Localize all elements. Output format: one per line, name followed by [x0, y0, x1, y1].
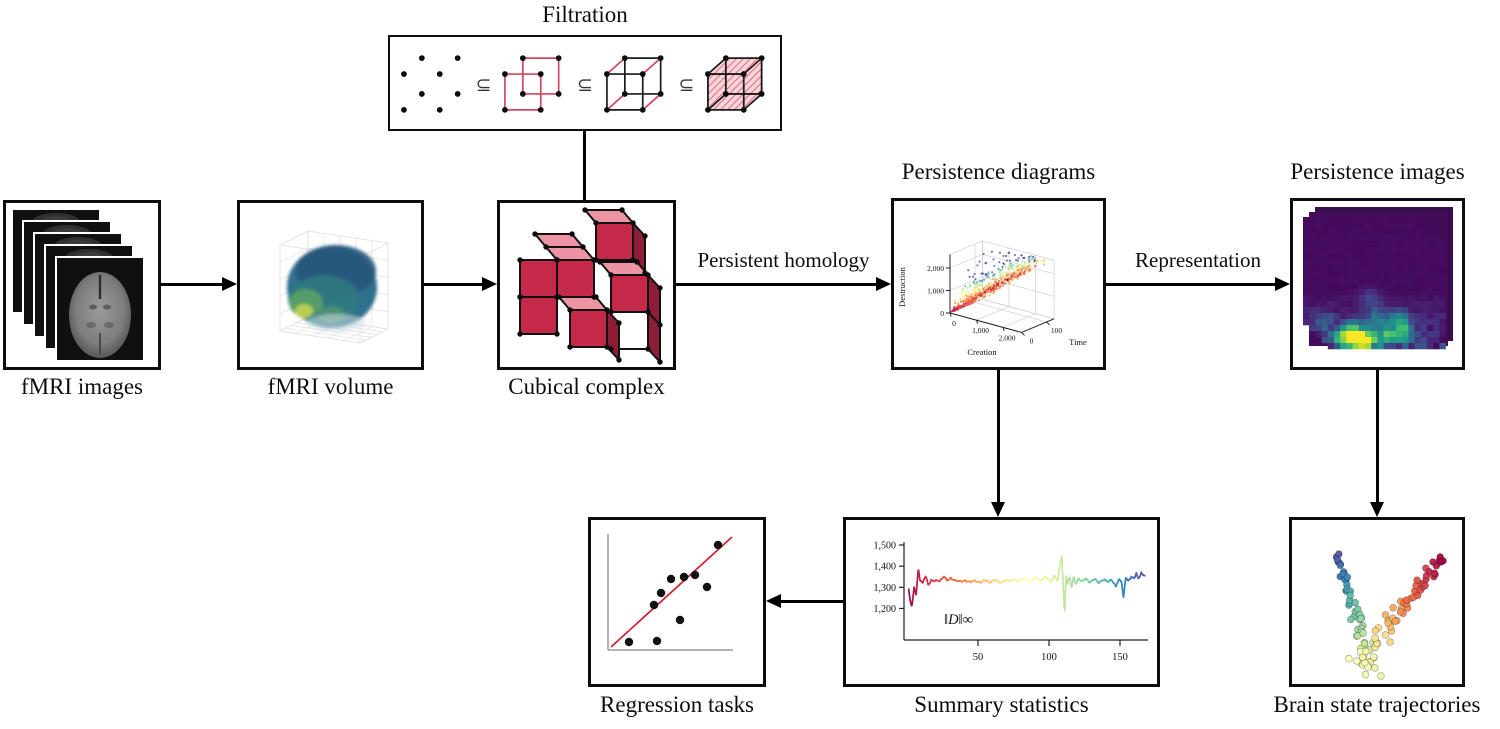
filtration-stage-wireframe: [604, 55, 664, 113]
svg-text:0: 0: [952, 319, 956, 328]
svg-text:100: 100: [1051, 326, 1063, 335]
label-persistence-images: Persistence images: [1290, 159, 1465, 184]
node-cubical-complex: [497, 200, 676, 370]
filtration-title: Filtration: [542, 2, 628, 27]
subset-symbol: ⊆: [577, 74, 593, 96]
brain-state-plot: [1332, 550, 1447, 680]
node-fmri-volume: [237, 200, 424, 370]
arrowhead-icon: [1370, 502, 1384, 517]
fmri-images-figure: [11, 208, 145, 362]
filtration-stages: ⊆ ⊆ ⊆: [390, 37, 780, 129]
filtration-stage-edges: [502, 55, 563, 113]
svg-text:1,300: 1,300: [874, 583, 897, 594]
cubical-complex-figure: [517, 207, 663, 365]
svg-text:0: 0: [1030, 336, 1034, 345]
filtration-stage-filled-cube: [705, 55, 765, 113]
svg-text:2,000: 2,000: [927, 264, 944, 273]
arrowhead-icon: [766, 594, 781, 608]
svg-text:0: 0: [940, 309, 944, 318]
svg-text:Destruction: Destruction: [897, 266, 907, 306]
label-representation: Representation: [1135, 248, 1261, 272]
node-summary-statistics: 1,200 1,300 1,400 1,500 50 100 150 ‖D‖∞: [843, 517, 1160, 687]
label-persistent-homology: Persistent homology: [697, 248, 870, 272]
svg-text:‖D‖∞: ‖D‖∞: [944, 612, 973, 628]
svg-text:2,000: 2,000: [999, 333, 1016, 342]
arrow-summary-to-regression: [779, 600, 843, 603]
regression-plot: [607, 534, 733, 651]
arrowhead-icon: [876, 277, 891, 291]
label-fmri-images: fMRI images: [20, 374, 143, 399]
arrow-cubical-to-diagrams: [676, 283, 879, 286]
label-summary-statistics: Summary statistics: [914, 692, 1089, 717]
svg-text:50: 50: [973, 652, 984, 663]
arrow-images-to-volume: [161, 283, 225, 286]
svg-text:Creation: Creation: [967, 347, 997, 357]
label-cubical-complex: Cubical complex: [508, 374, 665, 399]
label-regression-tasks: Regression tasks: [600, 692, 754, 717]
connector-filtration-to-cubical: [583, 131, 586, 200]
node-fmri-images: [3, 200, 161, 370]
svg-text:1,000: 1,000: [972, 326, 989, 335]
arrowhead-icon: [222, 277, 237, 291]
label-persistence-diagrams: Persistence diagrams: [901, 159, 1096, 184]
arrow-diagrams-to-summary: [997, 370, 1000, 503]
svg-text:1,500: 1,500: [874, 541, 897, 552]
filtration-stage-points: [401, 55, 461, 113]
svg-text:1,200: 1,200: [874, 604, 897, 615]
arrow-volume-to-cubical: [424, 283, 485, 286]
label-fmri-volume: fMRI volume: [267, 374, 394, 399]
svg-text:Time: Time: [1069, 337, 1087, 347]
fmri-volume-figure: [278, 230, 390, 344]
label-brain-state: Brain state trajectories: [1273, 692, 1481, 717]
filtration-box: ⊆ ⊆ ⊆: [388, 35, 782, 131]
svg-text:150: 150: [1112, 652, 1128, 663]
node-regression-tasks: [588, 517, 766, 687]
svg-text:100: 100: [1041, 652, 1057, 663]
svg-text:1,000: 1,000: [927, 286, 944, 295]
arrow-images-to-brainstate: [1376, 370, 1379, 503]
node-persistence-images: [1290, 198, 1465, 370]
arrowhead-icon: [482, 277, 497, 291]
arrow-diagrams-to-images: [1106, 283, 1278, 286]
arrowhead-icon: [991, 502, 1005, 517]
subset-symbol: ⊆: [475, 74, 492, 96]
node-brain-state: [1289, 517, 1465, 687]
arrowhead-icon: [1275, 277, 1290, 291]
persistence-images-figure: [1303, 207, 1453, 350]
svg-text:1,400: 1,400: [874, 562, 897, 573]
subset-symbol: ⊆: [678, 74, 695, 96]
summary-statistics-plot: 1,200 1,300 1,400 1,500 50 100 150 ‖D‖∞: [874, 541, 1148, 663]
